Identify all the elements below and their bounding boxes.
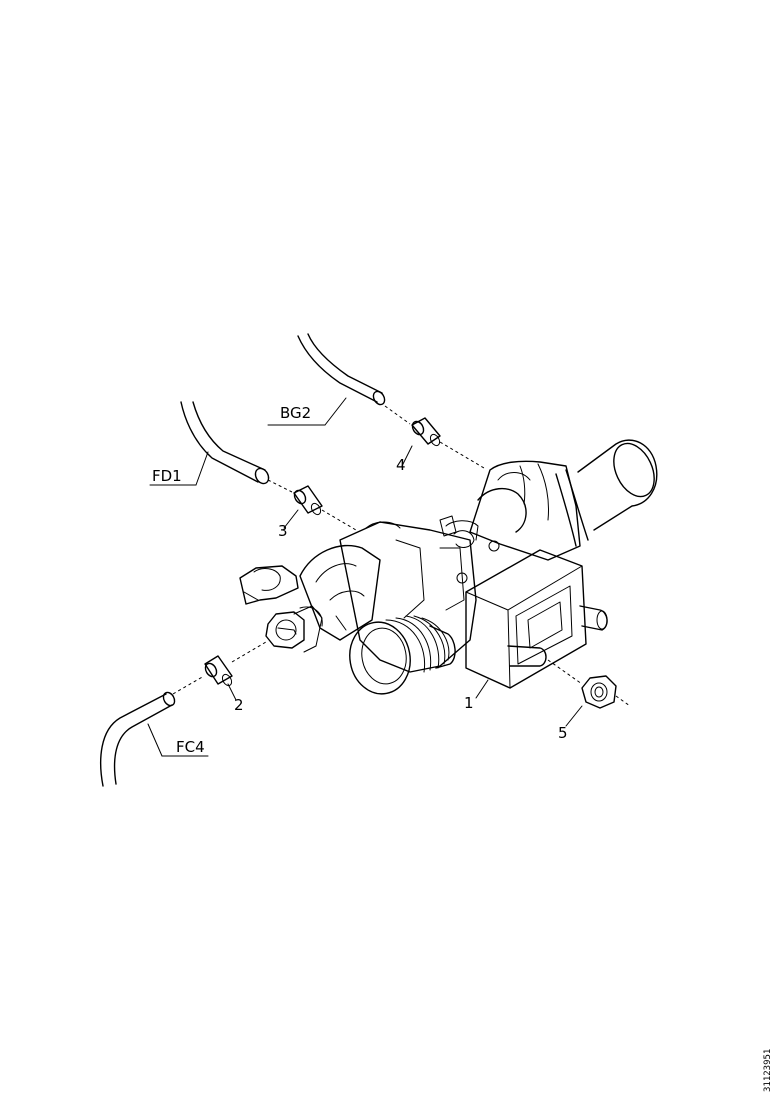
- hose-fc4: [100, 691, 176, 787]
- label-item-4: 4: [396, 456, 406, 474]
- connector-4: [384, 405, 485, 469]
- label-item-1: 1: [464, 694, 474, 712]
- label-item-3: 3: [278, 522, 288, 540]
- leader-lines: [147, 397, 583, 757]
- label-fd1: FD1: [152, 467, 182, 485]
- label-item-2: 2: [234, 696, 244, 714]
- connector-2: [172, 641, 267, 695]
- label-item-5: 5: [558, 724, 568, 742]
- label-fc4: FC4: [176, 738, 205, 756]
- hose-bg2: [297, 333, 386, 406]
- connector-3: [267, 479, 357, 531]
- reference-number: 31123951: [763, 1049, 773, 1092]
- connector-5: [547, 659, 631, 709]
- hose-fd1: [180, 401, 270, 485]
- valve-assembly: [239, 439, 658, 695]
- label-bg2: BG2: [280, 404, 311, 422]
